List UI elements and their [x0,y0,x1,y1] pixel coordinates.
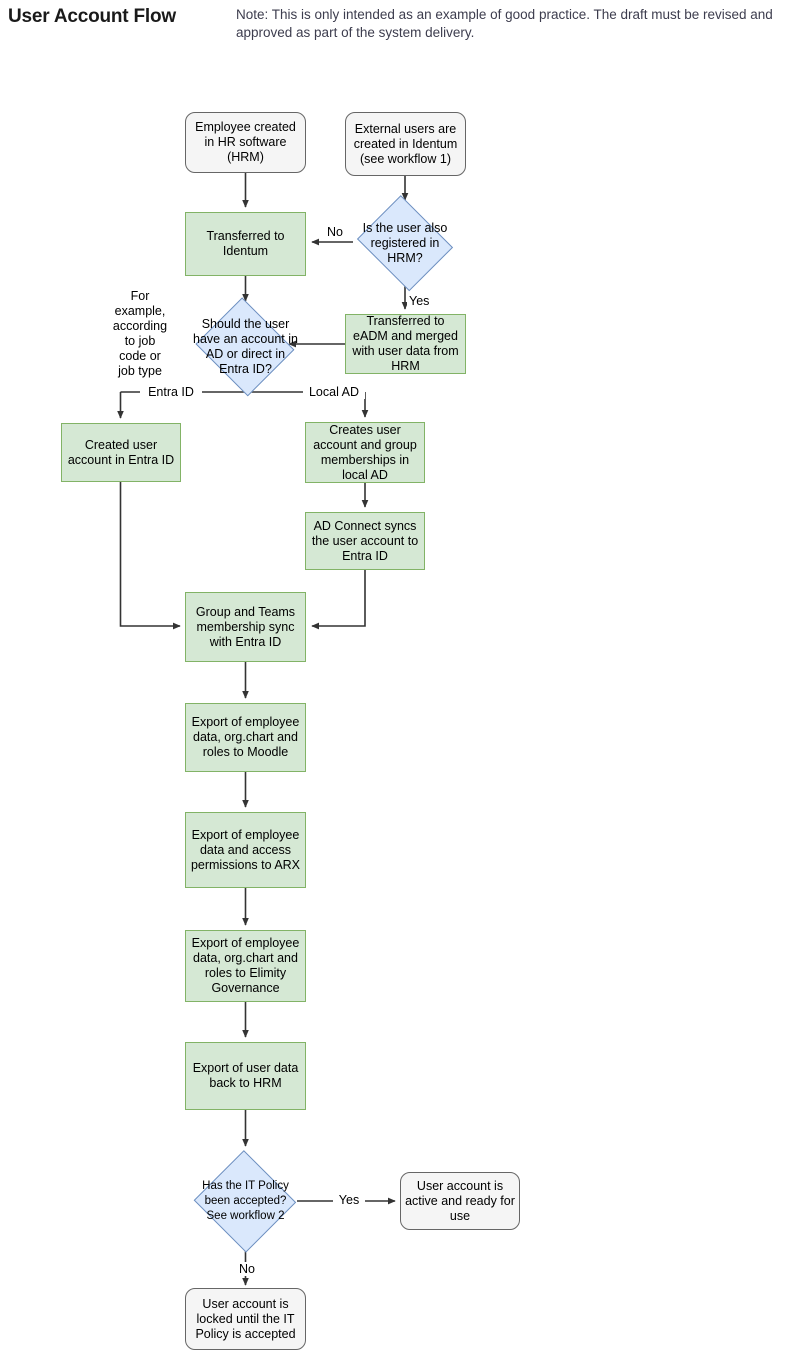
node-label: Is the user also registered in HRM? [362,220,448,265]
node-label: External users are created in Identum (s… [353,121,458,166]
node-label: User account is locked until the IT Poli… [195,1296,296,1341]
page-note: Note: This is only intended as an exampl… [236,7,773,40]
node-creates-user-account-local-ad[interactable]: Creates user account and group membershi… [305,422,425,483]
node-transferred-to-eadm[interactable]: Transferred to eADM and merged with user… [345,314,466,374]
node-external-users-identum[interactable]: External users are created in Identum (s… [345,112,466,176]
node-label: Should the user have an account in AD or… [193,316,298,376]
node-transferred-to-identum[interactable]: Transferred to Identum [185,212,306,276]
edge-label-yes-bottom: Yes [333,1193,365,1207]
edge-label-no-bottom: No [232,1262,262,1276]
annotation-for-example-job-code: For example, according to job code or jo… [112,289,168,378]
node-label: AD Connect syncs the user account to Ent… [311,518,419,563]
node-should-user-have-account-ad-or-entra[interactable]: Should the user have an account in AD or… [193,296,298,396]
edge-label-local-ad: Local AD [303,385,365,399]
node-user-account-locked[interactable]: User account is locked until the IT Poli… [185,1288,306,1350]
page-header: User Account Flow Note: This is only int… [0,0,800,60]
node-label: Creates user account and group membershi… [313,422,417,482]
node-label: Export of user data back to HRM [192,1061,299,1090]
edge-label-entra-id: Entra ID [140,385,202,399]
node-label: Export of employee data, org.chart and r… [191,936,300,995]
node-label: User account is active and ready for use [405,1178,515,1223]
node-label: Employee created in HR software (HRM) [195,120,296,164]
node-ad-connect-syncs[interactable]: AD Connect syncs the user account to Ent… [305,512,425,570]
node-label: Has the IT Policy been accepted? See wor… [202,1179,289,1222]
node-is-user-registered-in-hrm[interactable]: Is the user also registered in HRM? [353,195,457,291]
node-label: Created user account in Entra ID [67,437,175,467]
node-created-user-account-entra-id[interactable]: Created user account in Entra ID [61,423,181,482]
node-label: Export of employee data, org.chart and r… [191,715,300,759]
node-label: Transferred to Identum [206,229,285,258]
node-has-it-policy-been-accepted[interactable]: Has the IT Policy been accepted? See wor… [193,1149,298,1253]
node-employee-created-hrm[interactable]: Employee created in HR software (HRM) [185,112,306,173]
edge-label-yes-top: Yes [407,294,439,308]
node-user-account-active[interactable]: User account is active and ready for use [400,1172,520,1230]
page-title: User Account Flow [8,6,176,27]
node-export-to-moodle[interactable]: Export of employee data, org.chart and r… [185,703,306,772]
node-label: Group and Teams membership sync with Ent… [195,604,296,649]
node-export-to-elimity-governance[interactable]: Export of employee data, org.chart and r… [185,930,306,1002]
edge-label-no-top: No [320,225,350,239]
node-export-user-data-to-hrm[interactable]: Export of user data back to HRM [185,1042,306,1110]
node-label: Export of employee data and access permi… [190,827,301,872]
node-label: Transferred to eADM and merged with user… [352,314,459,373]
node-export-to-arx[interactable]: Export of employee data and access permi… [185,812,306,888]
node-group-teams-membership-sync[interactable]: Group and Teams membership sync with Ent… [185,592,306,662]
